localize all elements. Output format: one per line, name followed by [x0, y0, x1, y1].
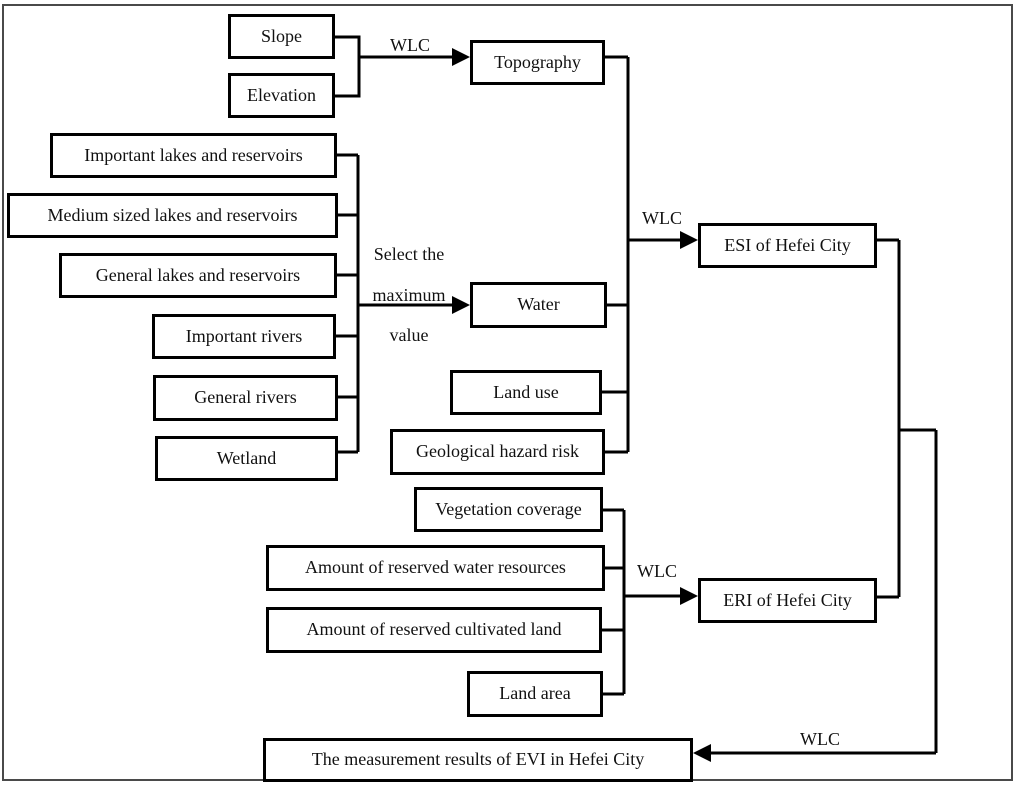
label-wlc-topography: WLC [390, 35, 430, 55]
label-wlc-esi: WLC [642, 208, 682, 228]
box-elevation: Elevation [228, 73, 335, 118]
arrowhead-to-water [452, 296, 470, 314]
box-esi: ESI of Hefei City [698, 223, 877, 268]
bracket-water-inputs [336, 153, 360, 454]
label-wlc-eri: WLC [637, 561, 677, 581]
box-topography: Topography [470, 40, 605, 85]
box-medium-lakes: Medium sized lakes and reservoirs [7, 193, 338, 238]
box-evi-result: The measurement results of EVI in Hefei … [263, 738, 693, 782]
arrowhead-to-topography [452, 48, 470, 66]
bracket-eri-inputs [602, 508, 626, 696]
arrowhead-to-evi [693, 744, 711, 762]
box-important-lakes: Important lakes and reservoirs [50, 133, 337, 178]
label-select-maximum-line3: value [389, 325, 429, 345]
arrowhead-to-eri [680, 587, 698, 605]
esi-eri-output-lines [875, 238, 938, 753]
box-general-lakes: General lakes and reservoirs [59, 253, 337, 298]
box-water: Water [470, 282, 607, 328]
label-wlc-evi: WLC [800, 729, 840, 749]
label-select-maximum-line2: maximum [372, 285, 446, 305]
box-wetland: Wetland [155, 436, 338, 481]
box-vegetation-coverage: Vegetation coverage [414, 487, 603, 532]
arrowhead-to-esi [680, 231, 698, 249]
box-reserved-water: Amount of reserved water resources [266, 545, 605, 591]
box-general-rivers: General rivers [153, 375, 338, 421]
bracket-topography-inputs [335, 35, 361, 98]
box-slope: Slope [228, 14, 335, 59]
box-eri: ERI of Hefei City [698, 578, 877, 623]
box-geological-hazard: Geological hazard risk [390, 429, 605, 475]
box-reserved-cultivated: Amount of reserved cultivated land [266, 607, 602, 653]
box-land-area: Land area [467, 671, 603, 717]
box-important-rivers: Important rivers [152, 314, 336, 359]
bracket-esi-inputs [602, 55, 630, 454]
label-select-maximum-line1: Select the [373, 244, 445, 264]
box-land-use: Land use [450, 370, 602, 415]
